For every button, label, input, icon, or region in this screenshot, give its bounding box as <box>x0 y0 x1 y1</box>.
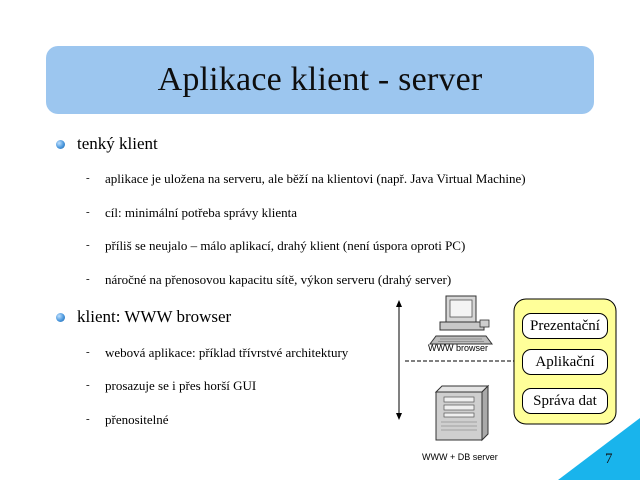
dash-marker: - <box>86 239 90 251</box>
section-heading: tenký klient <box>77 134 158 153</box>
computer-icon <box>429 295 493 345</box>
server-caption: WWW + DB server <box>422 452 498 462</box>
slide-title: Aplikace klient - server <box>157 61 483 98</box>
page-number: 7 <box>605 451 613 467</box>
layer-presentation: Prezentační <box>522 313 608 339</box>
dash-marker: - <box>86 273 90 285</box>
client-caption: WWW browser <box>428 343 488 353</box>
list-item: náročné na přenosovou kapacitu sítě, výk… <box>105 272 452 287</box>
section-heading: klient: WWW browser <box>77 307 232 326</box>
bullet-icon <box>56 313 65 322</box>
layer-application: Aplikační <box>522 349 608 375</box>
list-item: prosazuje se i přes horší GUI <box>105 378 257 393</box>
list-item: cíl: minimální potřeba správy klienta <box>105 205 298 220</box>
dash-marker: - <box>86 172 90 184</box>
dash-marker: - <box>86 206 90 218</box>
dash-marker: - <box>86 379 90 391</box>
server-icon <box>434 384 490 442</box>
list-item: aplikace je uložena na serveru, ale běží… <box>105 171 526 186</box>
dash-marker: - <box>86 413 90 425</box>
bullet-icon <box>56 140 65 149</box>
dash-marker: - <box>86 346 90 358</box>
list-item: přenositelné <box>105 412 169 427</box>
list-item: příliš se neujalo – málo aplikací, drahý… <box>105 238 466 253</box>
up-down-arrow-icon <box>396 300 402 420</box>
corner-decoration <box>558 418 640 480</box>
title-banner: Aplikace klient - server <box>46 46 594 114</box>
layer-data-management: Správa dat <box>522 388 608 414</box>
list-item: webová aplikace: příklad třívrstvé archi… <box>105 345 349 360</box>
